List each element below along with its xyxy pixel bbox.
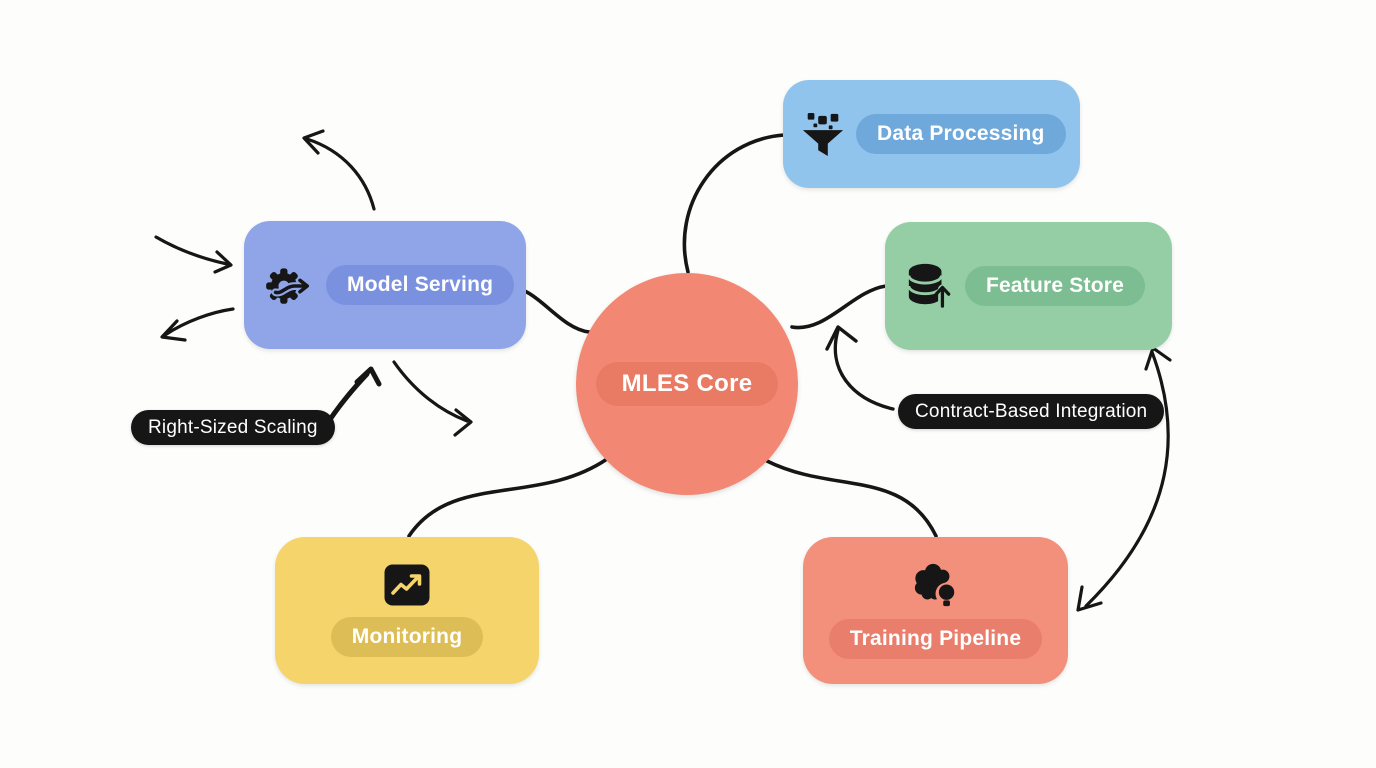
node-monitoring: Monitoring xyxy=(275,537,539,684)
arrow-contract-integration-to-feature-store xyxy=(825,325,895,411)
arrow-feature-store-training-pipeline-double xyxy=(1076,346,1172,612)
node-model-serving: Model Serving xyxy=(244,221,526,349)
arrow-model-serving-up-left xyxy=(302,129,376,211)
brain-bulb-icon xyxy=(911,562,961,610)
connector-core-to-monitoring xyxy=(407,457,609,538)
model-serving-label-pill: Model Serving xyxy=(326,265,515,305)
data-processing-label-pill: Data Processing xyxy=(856,114,1066,154)
contract-based-integration-label: Contract-Based Integration xyxy=(915,400,1148,422)
monitoring-label-pill: Monitoring xyxy=(330,617,484,657)
arrow-model-serving-down-right xyxy=(392,360,473,437)
connector-core-to-data-processing xyxy=(682,133,786,274)
arrow-into-model-serving-left xyxy=(154,235,233,274)
node-training-pipeline: Training Pipeline xyxy=(803,537,1068,684)
core-node: MLES Core xyxy=(576,273,798,495)
monitoring-label: Monitoring xyxy=(351,625,463,648)
database-upload-icon xyxy=(905,261,953,311)
arrow-right-sized-scaling-to-model-serving xyxy=(324,366,382,427)
training-pipeline-label-pill: Training Pipeline xyxy=(828,619,1043,659)
node-data-processing: Data Processing xyxy=(783,80,1080,188)
connector-core-to-feature-store xyxy=(790,284,888,330)
feature-store-label-pill: Feature Store xyxy=(965,266,1145,306)
training-pipeline-label: Training Pipeline xyxy=(849,627,1022,650)
core-label: MLES Core xyxy=(621,370,753,397)
core-label-pill: MLES Core xyxy=(595,362,779,406)
arrow-model-serving-down-left xyxy=(160,307,235,342)
node-feature-store: Feature Store xyxy=(885,222,1172,350)
feature-store-label: Feature Store xyxy=(986,274,1124,297)
data-processing-label: Data Processing xyxy=(877,122,1045,145)
contract-based-integration-tag: Contract-Based Integration xyxy=(898,394,1165,429)
model-serving-label: Model Serving xyxy=(347,273,494,296)
funnel-filter-icon xyxy=(801,110,845,158)
right-sized-scaling-label: Right-Sized Scaling xyxy=(148,416,318,438)
connector-core-to-training-pipeline xyxy=(765,459,938,538)
right-sized-scaling-tag: Right-Sized Scaling xyxy=(131,410,335,445)
gear-deploy-icon xyxy=(262,260,314,310)
chart-trend-up-icon xyxy=(384,564,430,606)
